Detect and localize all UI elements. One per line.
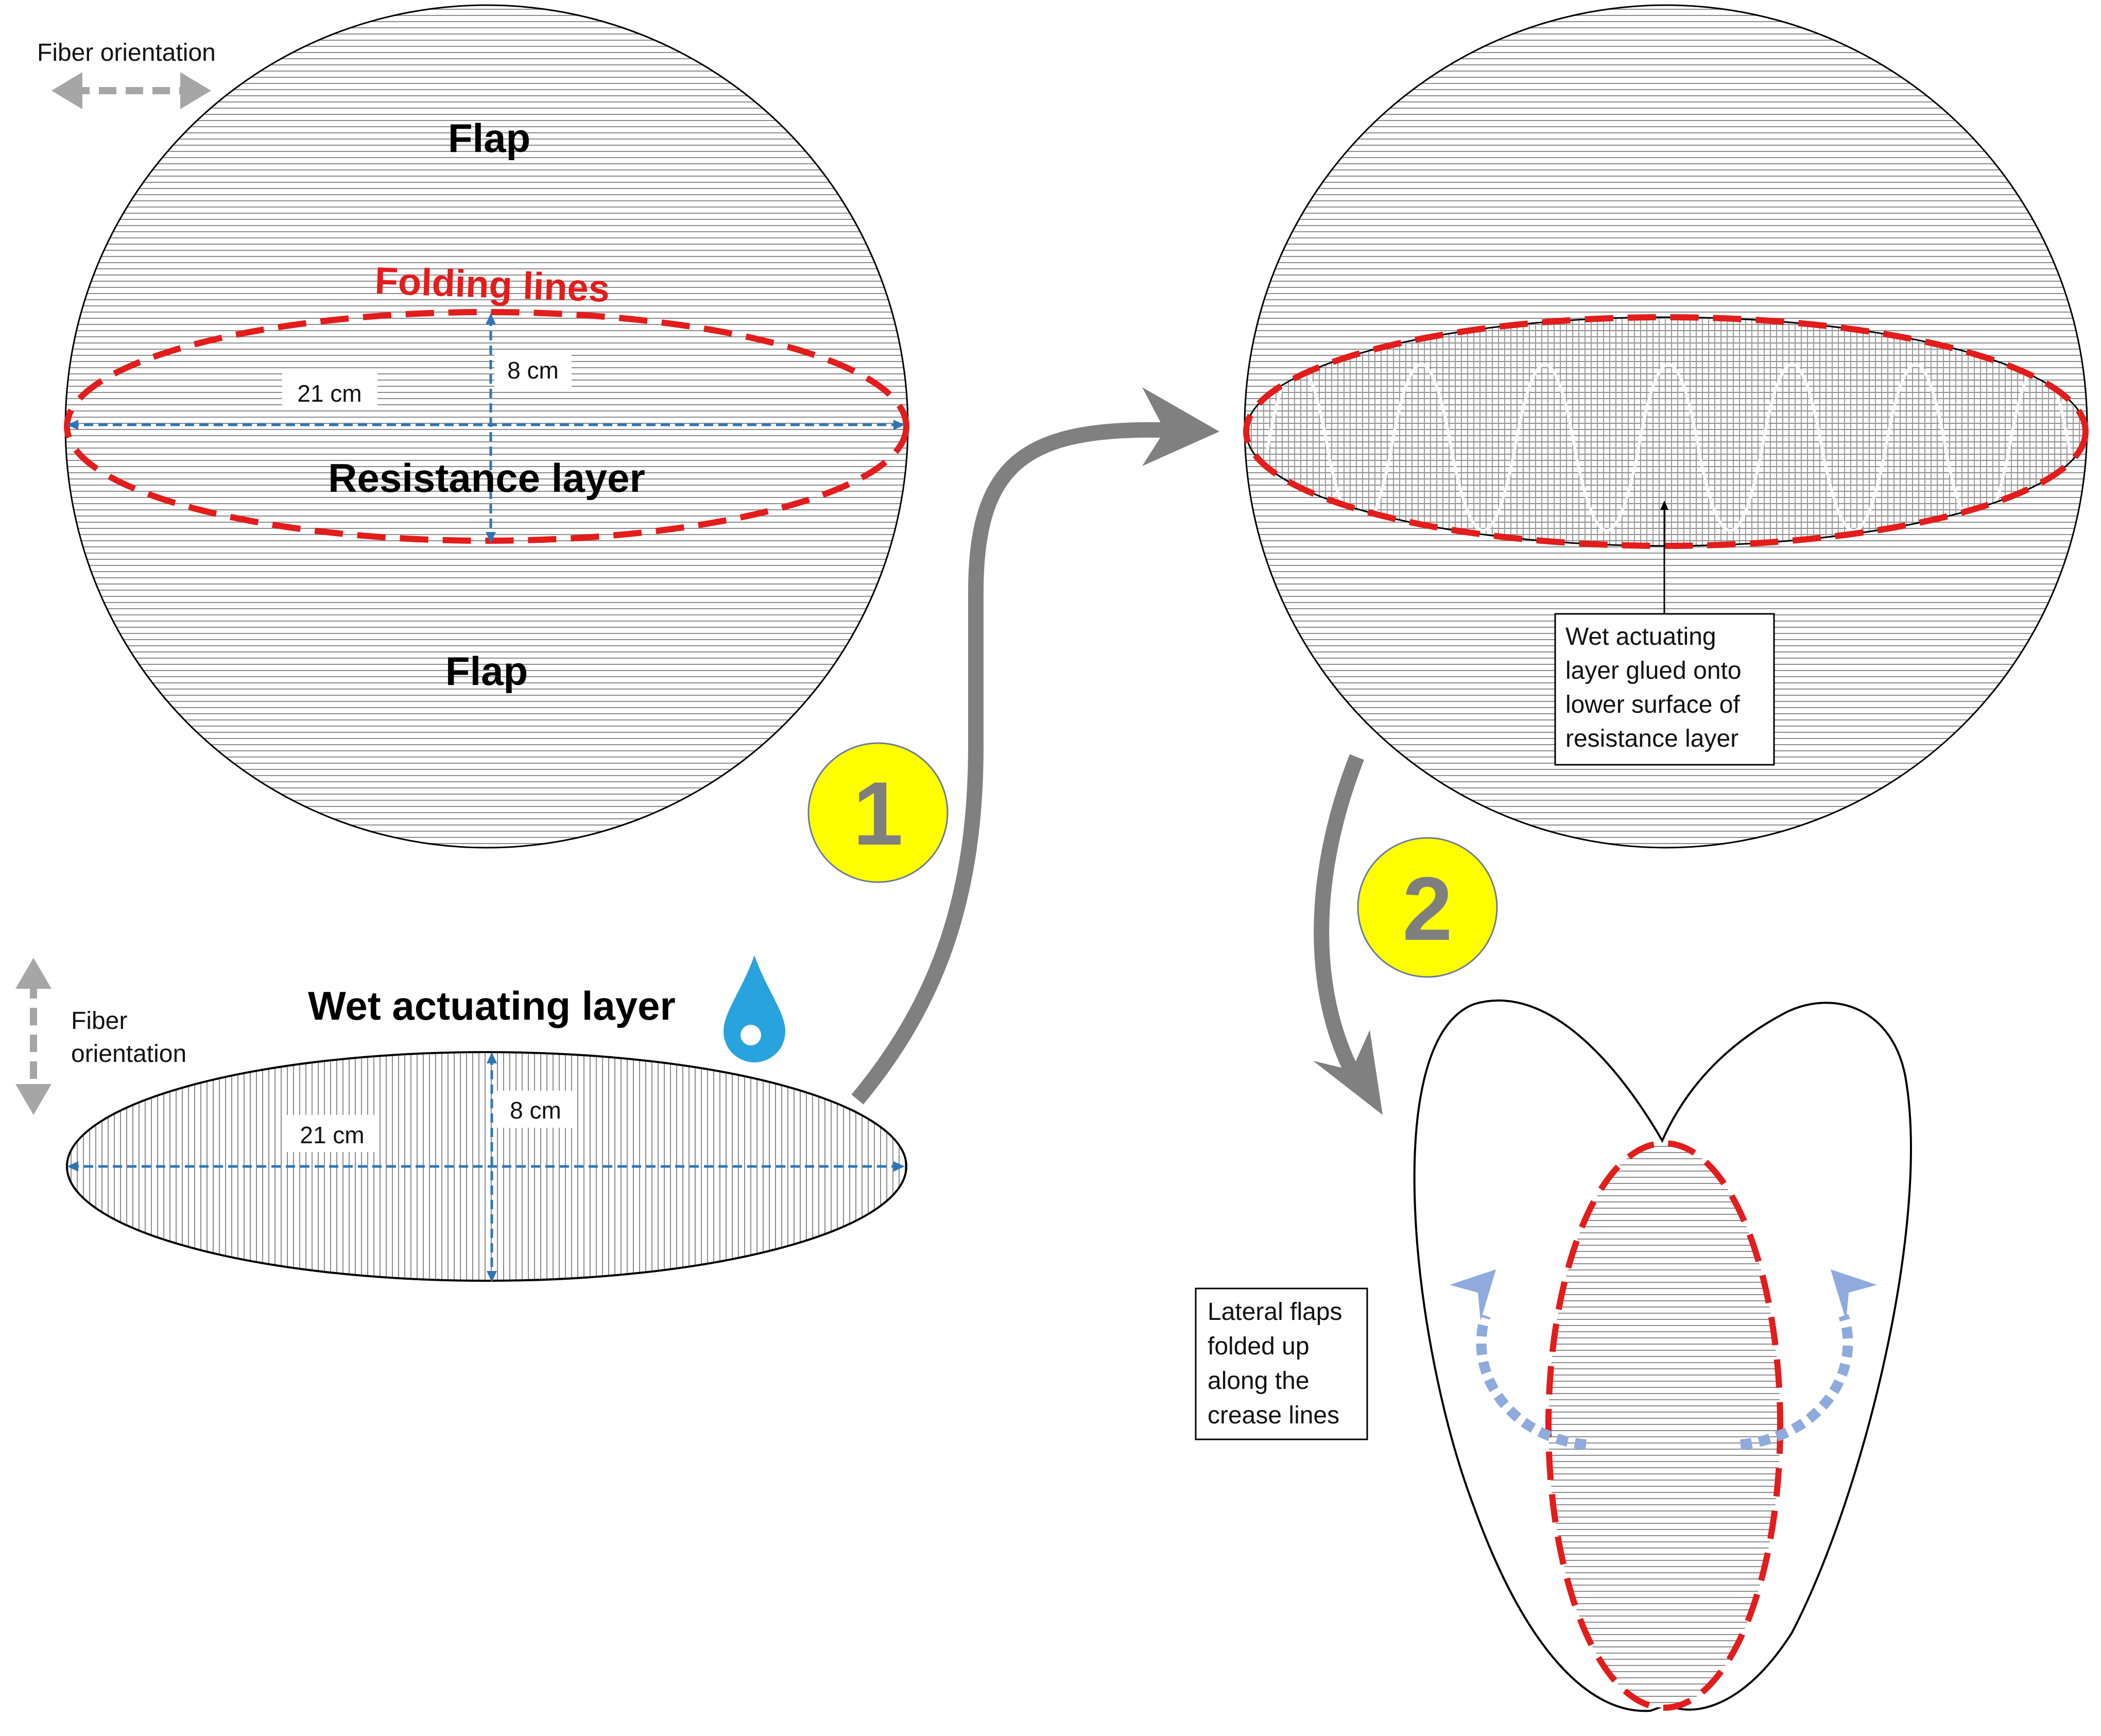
actuating-layer-panel: Wet actuating layer Fiber orientation 21… xyxy=(15,955,907,1282)
glued-callout-line1: Wet actuating xyxy=(1565,623,1716,650)
folded-crease-line xyxy=(1545,1140,1783,1711)
glued-callout-box xyxy=(1554,613,1775,766)
glued-callout-line2: layer glued onto xyxy=(1565,657,1742,684)
step1-arrow xyxy=(851,387,1219,1105)
width-label-actuating: 21 cm xyxy=(300,1122,364,1148)
height-label-resistance: 8 cm xyxy=(507,357,559,384)
folding-line-ellipse xyxy=(64,309,909,544)
fiber-orientation-vertical-icon xyxy=(15,958,51,1115)
width-label-resistance: 21 cm xyxy=(297,380,361,407)
step2-badge: 2 xyxy=(1357,837,1498,978)
actuating-layer-title: Wet actuating layer xyxy=(308,983,676,1028)
flap-label-bottom: Flap xyxy=(445,648,528,694)
step1-badge: 1 xyxy=(807,742,949,883)
glued-callout-line3: lower surface of xyxy=(1565,691,1740,718)
fiber-orientation-label-top: Fiber orientation xyxy=(37,39,216,66)
resistance-layer-label: Resistance layer xyxy=(328,455,645,501)
folding-lines-label: Folding lines xyxy=(374,259,610,310)
folded-callout-line2: folded up xyxy=(1208,1333,1310,1360)
fiber-orientation-horizontal-icon xyxy=(51,72,211,109)
resistance-layer-panel: Fiber orientation Flap Flap Folding line… xyxy=(37,4,909,849)
step2-number: 2 xyxy=(1402,859,1452,959)
height-label-actuating: 8 cm xyxy=(510,1097,561,1124)
fiber-orientation-label-line1: Fiber xyxy=(71,1007,127,1035)
step1-number: 1 xyxy=(853,764,903,864)
water-drop-icon xyxy=(724,955,785,1062)
dimension-arrows-actuating xyxy=(67,1052,905,1282)
step2-arrow xyxy=(1313,754,1383,1115)
flap-label-top: Flap xyxy=(448,115,530,161)
fold-up-arrow-right-icon xyxy=(1740,1269,1877,1450)
fold-up-arrow-left-icon xyxy=(1450,1269,1587,1450)
folded-callout-box xyxy=(1195,1287,1368,1440)
glued-callout-line4: resistance layer xyxy=(1565,725,1738,752)
folded-callout-line1: Lateral flaps xyxy=(1208,1298,1342,1326)
dimension-arrows-resistance xyxy=(67,313,905,543)
glued-actuating-region xyxy=(1243,314,2089,549)
folded-shape-panel: Lateral flaps folded up along the crease… xyxy=(1195,999,1912,1712)
folded-callout-line4: crease lines xyxy=(1208,1402,1339,1429)
folded-callout-line3: along the xyxy=(1208,1367,1310,1395)
folded-center-panel xyxy=(1548,1143,1780,1708)
glued-folding-line xyxy=(1243,314,2089,549)
fiber-orientation-label-line2: orientation xyxy=(71,1040,186,1068)
glued-layers-panel: Wet actuating layer glued onto lower sur… xyxy=(1243,4,2089,849)
